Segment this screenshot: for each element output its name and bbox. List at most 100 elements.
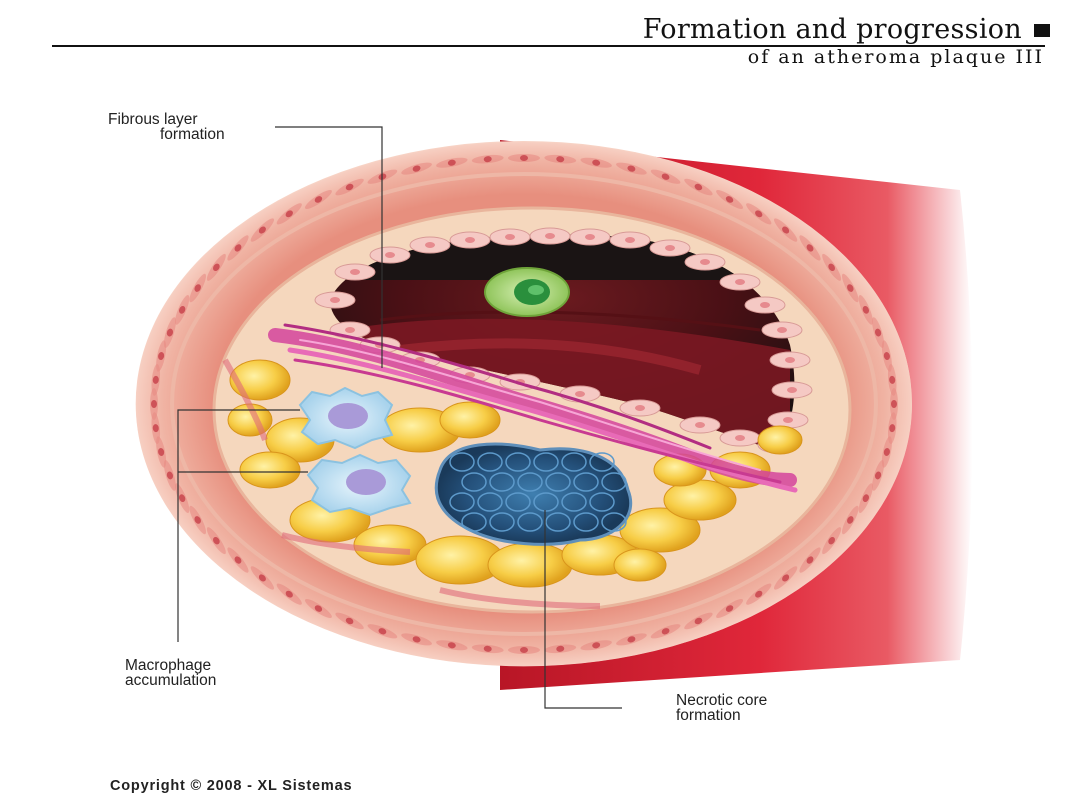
muscle-cell [335,612,364,630]
necrotic-core [434,442,632,546]
necrotic-cell [561,492,587,512]
muscle-cell [890,388,898,420]
label-macrophage-line2: accumulation [125,672,217,689]
muscle-cell [616,633,647,646]
necrotic-cell [601,472,627,492]
muscle-cell [684,178,713,196]
diagram-title: Formation and progression [642,14,1022,45]
smooth-muscle-cells [150,154,898,654]
endothelial-cell [609,231,651,249]
necrotic-cell [533,492,559,512]
endothelial-cell [771,381,813,399]
necrotic-cell [517,512,543,532]
muscle-cell [872,460,885,491]
muscle-cell [304,599,332,619]
leader-line-necrotic [544,510,622,709]
muscle-cell [616,162,647,175]
muscle-cell [151,363,161,396]
endothelial-cell [619,399,661,417]
label-necrotic-line2: formation [676,707,741,724]
muscle-cell [471,644,504,654]
muscle-cell [858,483,873,514]
endothelial-cell [314,291,356,309]
muscle-cell [150,388,158,420]
muscle-cell [773,218,798,242]
necrotic-cell [489,512,515,532]
muscle-cell [156,436,167,468]
endothelial-cell [761,321,803,339]
leader-line-macrophage-top [177,409,300,642]
label-fibrous-line1: Fibrous layer [108,111,198,128]
muscle-cell [887,363,897,396]
muscle-cell [650,624,681,639]
muscle-cell [822,253,842,281]
muscle-cell [276,203,302,225]
muscle-cell [367,624,398,639]
lipid-droplet [613,548,667,582]
endothelial-cell [529,227,571,245]
diagram-subtitle: of an atheroma plaque III [747,46,1044,68]
muscle-cell [508,154,540,162]
macrophage-cells [298,386,412,517]
label-macrophage-line1: Macrophage [125,657,212,674]
endothelial-lining [314,227,813,454]
muscle-cell [151,412,161,445]
muscle-cell [304,189,332,209]
necrotic-cell [477,492,503,512]
necrotic-cell [573,472,599,492]
muscle-cell [716,189,744,209]
muscle-cell [250,218,275,242]
necrotic-cell [461,472,487,492]
lipid-droplet [757,425,803,455]
endothelial-cell [767,411,809,429]
muscle-cell [335,178,364,196]
muscle-cell [436,157,468,168]
muscle-cell [436,640,468,651]
muscle-cell [881,340,892,372]
copyright-notice: Copyright © 2008 - XL Sistemas [110,778,353,794]
muscle-cell [858,294,873,325]
muscle-cell [189,273,207,303]
muscle-cell [227,547,249,573]
label-fibrous-line2: formation [160,126,225,143]
muscle-cell [716,599,744,619]
necrotic-cell [449,452,475,472]
necrotic-cell [589,492,615,512]
necrotic-cell [517,472,543,492]
necrotic-cell [461,512,487,532]
label-macrophage-accumulation: Macrophage accumulation [125,657,217,689]
label-fibrous-layer-formation: Fibrous layer formation [108,111,225,143]
muscle-cell [650,169,681,184]
title-square-bullet [1034,24,1050,37]
muscle-cell [799,235,821,261]
endothelial-cell [409,236,451,254]
muscle-cell [276,583,302,605]
muscle-cell [841,505,859,535]
muscle-cell [746,203,772,225]
leader-line-fibrous [275,126,383,368]
endothelial-cell [684,253,726,271]
muscle-cell [401,162,432,175]
muscle-cell [887,412,897,445]
label-necrotic-core-formation: Necrotic core formation [676,693,767,724]
endothelial-cell [769,351,811,369]
muscle-cell [822,527,842,555]
muscle-cell [206,527,226,555]
endothelial-cell [369,246,411,264]
necrotic-cell [589,452,615,472]
endothelial-cell [744,296,786,314]
lipid-droplet [439,401,501,439]
necrotic-cell [477,452,503,472]
leader-lines [177,126,622,709]
muscle-cell [163,317,176,348]
muscle-cell [746,583,772,605]
necrotic-cell [573,512,599,532]
necrotic-cell [505,452,531,472]
muscle-cell [163,460,176,491]
muscle-cell [841,273,859,303]
muscle-cell [206,253,226,281]
necrotic-cell [601,512,627,532]
necrotic-cell [533,452,559,472]
muscle-cell [401,633,432,646]
endothelial-cell [569,228,611,246]
